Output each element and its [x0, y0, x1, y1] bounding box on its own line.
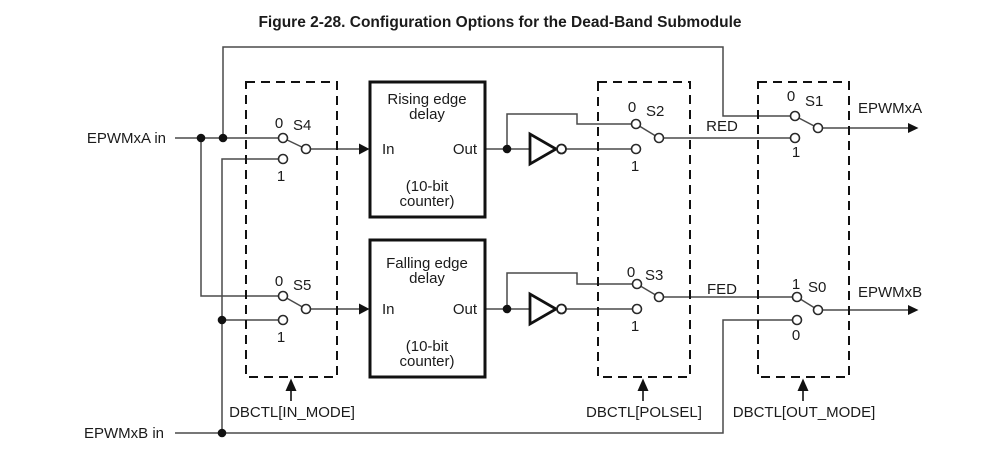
switch-s1: 0 S1 1 [787, 88, 824, 161]
junction-dots [196, 133, 512, 438]
s0-top-label: 1 [792, 276, 800, 293]
s1-terminal-1 [789, 132, 801, 144]
s1-bottom-label: 1 [792, 144, 800, 161]
s5-common [300, 303, 312, 315]
s0-terminal-0 [791, 314, 803, 326]
figure-title: Figure 2-28. Configuration Options for t… [258, 14, 741, 31]
falling-block-out-port: Out [453, 301, 478, 318]
s1-name-label: S1 [805, 93, 823, 110]
s3-top-label: 0 [627, 264, 635, 281]
out-mode-control-arrow-icon [797, 378, 809, 401]
s5-bottom-label: 1 [277, 329, 285, 346]
falling-block-input-arrowhead-icon [359, 303, 370, 315]
falling-block-outline [368, 238, 487, 379]
red-inverter-triangle [528, 131, 559, 167]
polsel-control-arrow-icon [637, 378, 649, 401]
s1-common [812, 122, 824, 134]
red-inverter-icon [528, 131, 567, 167]
falling-block-in-port: In [382, 301, 395, 318]
s2-top-label: 0 [628, 99, 636, 116]
s5-terminal-1 [277, 314, 289, 326]
epwmb-input-label: EPWMxB in [84, 425, 164, 442]
falling-block-counter-line2: counter) [399, 353, 454, 370]
s2-terminal-1 [630, 143, 642, 155]
red-signal-label: RED [706, 118, 738, 135]
in-mode-control-arrow-icon [285, 378, 297, 401]
falling-edge-delay-block: Falling edge delay In Out (10-bit counte… [368, 238, 487, 379]
falling-block-title-line2: delay [409, 270, 445, 287]
wire-epwmb-in [175, 319, 797, 434]
rising-block-out-port: Out [453, 141, 478, 158]
fed-inverter-icon [528, 291, 567, 327]
s4-common [300, 143, 312, 155]
fed-inverter-triangle [528, 291, 559, 327]
rising-block-in-port: In [382, 141, 395, 158]
wire-fed-noninverted-jog [506, 272, 637, 309]
s4-name-label: S4 [293, 117, 311, 134]
wire-epwma-bypass-rail [222, 46, 795, 138]
switch-s0: 1 S0 0 [791, 276, 826, 344]
falling-block-title-line1: Falling edge [386, 255, 468, 272]
s2-common [653, 132, 665, 144]
polsel-dashed-box [597, 81, 691, 378]
fed-inverter-bubble [556, 303, 567, 315]
s2-name-label: S2 [646, 103, 664, 120]
polsel-control-label: DBCTL[POLSEL] [586, 404, 702, 421]
wire-epwma-to-s5 [200, 138, 283, 297]
epwma-output-arrowhead-icon [908, 123, 919, 133]
rising-block-counter-line2: counter) [399, 193, 454, 210]
in-mode-control-label: DBCTL[IN_MODE] [229, 404, 355, 421]
junction-dot [217, 315, 227, 325]
s3-terminal-1 [631, 303, 643, 315]
s0-terminal-1 [791, 291, 803, 303]
s0-name-label: S0 [808, 279, 826, 296]
junction-dot [196, 133, 206, 143]
s4-terminal-0 [277, 132, 289, 144]
wire-epwmb-riser-to-s4 [221, 158, 283, 433]
s0-bottom-label: 0 [792, 327, 800, 344]
wires [175, 46, 908, 434]
s4-bottom-label: 1 [277, 168, 285, 185]
out-mode-dashed-box [757, 81, 850, 378]
wire-red-noninverted-jog [506, 113, 636, 149]
junction-dot [502, 304, 512, 314]
s5-top-label: 0 [275, 273, 283, 290]
switch-s4: 0 S4 1 [275, 115, 312, 185]
epwmb-output-label: EPWMxB [858, 284, 922, 301]
rising-block-outline [368, 80, 487, 219]
s5-terminal-0 [277, 290, 289, 302]
s0-common [812, 304, 824, 316]
s4-top-label: 0 [275, 115, 283, 132]
epwma-input-label: EPWMxA in [87, 130, 166, 147]
in-mode-dashed-box [245, 81, 338, 378]
epwmb-output-arrowhead-icon [908, 305, 919, 315]
red-inverter-bubble [556, 143, 567, 155]
s2-terminal-0 [630, 118, 642, 130]
rising-block-counter-line1: (10-bit [406, 178, 449, 195]
s2-bottom-label: 1 [631, 158, 639, 175]
switch-s3: 0 S3 1 [627, 264, 665, 335]
junction-dot [217, 428, 227, 438]
switch-s2: 0 S2 1 [628, 99, 665, 175]
falling-block-counter-line1: (10-bit [406, 338, 449, 355]
s4-terminal-1 [277, 153, 289, 165]
junction-dot [502, 144, 512, 154]
rising-block-title-line1: Rising edge [387, 91, 466, 108]
out-mode-control-label: DBCTL[OUT_MODE] [733, 404, 876, 421]
rising-block-title-line2: delay [409, 106, 445, 123]
s3-bottom-label: 1 [631, 318, 639, 335]
s1-top-label: 0 [787, 88, 795, 105]
s3-common [653, 291, 665, 303]
s1-terminal-0 [789, 110, 801, 122]
epwma-output-label: EPWMxA [858, 100, 922, 117]
s3-terminal-0 [631, 278, 643, 290]
switch-s5: 0 S5 1 [275, 273, 312, 346]
s3-name-label: S3 [645, 267, 663, 284]
junction-dot [218, 133, 228, 143]
rising-edge-delay-block: Rising edge delay In Out (10-bit counter… [368, 80, 487, 219]
rising-block-input-arrowhead-icon [359, 143, 370, 155]
fed-signal-label: FED [707, 281, 737, 298]
s5-name-label: S5 [293, 277, 311, 294]
